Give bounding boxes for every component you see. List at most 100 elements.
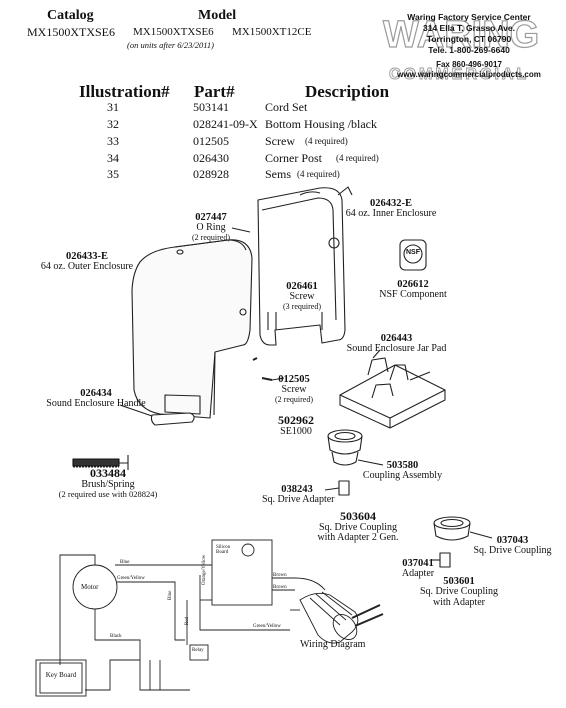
part-qty: (2 required use with 028824) [58, 489, 158, 500]
row-illus: 32 [107, 117, 119, 131]
row-part: 012505 [193, 134, 229, 148]
wire-black-label: Black [110, 634, 122, 639]
row-part: 028241-09-X [193, 117, 258, 131]
svg-text:WARING: WARING [383, 14, 539, 56]
part-number: 033484 [90, 466, 126, 480]
wire-red-label: Red [185, 616, 190, 625]
outer-enclosure-illustration [131, 239, 258, 419]
waring-logo: WARING COMMERCIAL [379, 9, 559, 83]
wire-brown-label: Brown [273, 573, 287, 578]
service-center-block: WARING COMMERCIAL Waring Factory Service… [379, 9, 559, 83]
handle-callout: 026434 Sound Enclosure Handle [36, 388, 156, 410]
service-line-3: Torrington, CT 06790 [426, 34, 512, 44]
se1000-callout: 502962 SE1000 [270, 414, 322, 437]
row-illus: 34 [107, 151, 119, 165]
part-number: 026433-E [66, 251, 108, 262]
nsf-callout: 026612 NSF Component [366, 279, 460, 301]
col-illustration: Illustration# [79, 82, 170, 101]
inner-enclosure-illustration [257, 186, 353, 346]
wire-blue-label: Blue [120, 560, 130, 565]
brush-callout: 033484 Brush/Spring (2 required use with… [34, 467, 182, 499]
sq-adapter-callout: 038243 Sq. Drive Adapter [262, 484, 335, 506]
part-name: Coupling Assembly [362, 470, 443, 482]
part-name: 64 oz. Inner Enclosure [345, 208, 437, 220]
row-qty: (4 required) [305, 136, 348, 146]
service-line-4: Tele. 1-800-269-6640 [428, 45, 510, 55]
coupling-illustration [327, 429, 384, 466]
wiring-caption: Wiring Diagram [300, 639, 366, 650]
wire-blue-label-2: Blue [168, 590, 173, 600]
model-label: Model [198, 8, 237, 23]
col-description: Description [305, 82, 390, 101]
part-number: 027447 [195, 212, 227, 223]
row-illus: 35 [107, 167, 119, 181]
part-qty: (2 required) [192, 232, 230, 242]
adapter-2-callout: 037041 Adapter [396, 558, 440, 580]
svg-text:COMMERCIAL: COMMERCIAL [389, 66, 529, 83]
wire-gy-label: Green/Yellow [117, 576, 145, 581]
part-name: O Ring [196, 222, 226, 234]
part-number: 012505 [278, 374, 310, 385]
part-name: Screw [289, 291, 315, 303]
part-qty: (3 required) [283, 301, 321, 311]
silicon-board-label: Silicon Board [216, 545, 231, 555]
brush-illustration [72, 455, 129, 470]
row-desc: Sems [265, 167, 292, 181]
part-name: Sound Enclosure Jar Pad [346, 343, 447, 355]
wire-gy-label-2: Green/Yellow [253, 624, 281, 629]
handle-illustration [119, 404, 195, 426]
row-desc: Screw [265, 134, 295, 148]
nsf-badge-text: NSF [406, 249, 420, 256]
part-name: Sound Enclosure Handle [46, 398, 146, 410]
part-number: 026461 [286, 281, 318, 292]
part-number: 037041 [402, 558, 434, 569]
row-part: 503141 [193, 100, 229, 114]
part-name: NSF Component [379, 289, 447, 301]
part-name: Sq. Drive Adapter [262, 494, 335, 506]
outer-enclosure-callout: 026433-E 64 oz. Outer Enclosure [32, 251, 142, 273]
service-line-2: 314 Ella T. Grasso Ave. [423, 23, 515, 33]
keyboard-symbol [39, 662, 83, 694]
silicon-board-symbol [211, 539, 273, 606]
part-name: Sq. Drive Coupling [473, 545, 552, 557]
part-name: with Adapter [433, 596, 485, 608]
jar-pad-illustration [339, 357, 446, 429]
part-number: 037043 [496, 535, 529, 546]
sq-coupling-callout: 037043 Sq. Drive Coupling [465, 535, 560, 557]
part-name: Sq. Drive Coupling [318, 521, 398, 533]
motor-label: Motor [81, 583, 99, 591]
sq-coupling-2gen-callout: 503604 Sq. Drive Coupling with Adapter 2… [298, 510, 418, 544]
part-number: 503604 [340, 509, 376, 523]
catalog-value: MX1500XTXSE6 [27, 25, 116, 39]
row-desc: Corner Post [265, 151, 322, 165]
part-number: 026432-E [370, 198, 412, 209]
relay-label: Relay [192, 648, 204, 653]
nsf-badge-illustration [399, 239, 427, 271]
plug-illustration [299, 591, 384, 644]
coupling-2-illustration [433, 516, 493, 541]
col-part: Part# [194, 82, 235, 101]
part-name: 64 oz. Outer Enclosure [40, 261, 134, 273]
service-line-6[interactable]: www.waringcommercialproducts.com [397, 70, 541, 79]
part-number: 026443 [380, 333, 413, 344]
row-qty: (4 required) [297, 169, 340, 179]
part-name: Screw [281, 384, 307, 396]
row-part: 026430 [193, 151, 229, 165]
model-note: (on units after 6/23/2011) [127, 40, 214, 50]
keyboard-label: Key Board [45, 671, 77, 679]
row-part: 028928 [193, 167, 229, 181]
catalog-label: Catalog [47, 8, 94, 23]
part-name: with Adapter 2 Gen. [317, 532, 399, 544]
model-1: MX1500XTXSE6 [133, 26, 214, 38]
wire-orange-label: Orange/Yellow [202, 554, 207, 585]
model-2: MX1500XT12CE [232, 26, 312, 38]
part-name: SE1000 [280, 425, 312, 437]
o-ring-callout: 027447 O Ring (2 required) [186, 212, 236, 242]
part-qty: (2 required) [275, 394, 313, 404]
sq-adapter-illustration [338, 480, 350, 496]
service-line-1: Waring Factory Service Center [407, 12, 531, 22]
row-illus: 33 [107, 134, 119, 148]
row-desc: Bottom Housing /black [265, 117, 377, 131]
inner-enclosure-callout: 026432-E 64 oz. Inner Enclosure [331, 198, 451, 220]
